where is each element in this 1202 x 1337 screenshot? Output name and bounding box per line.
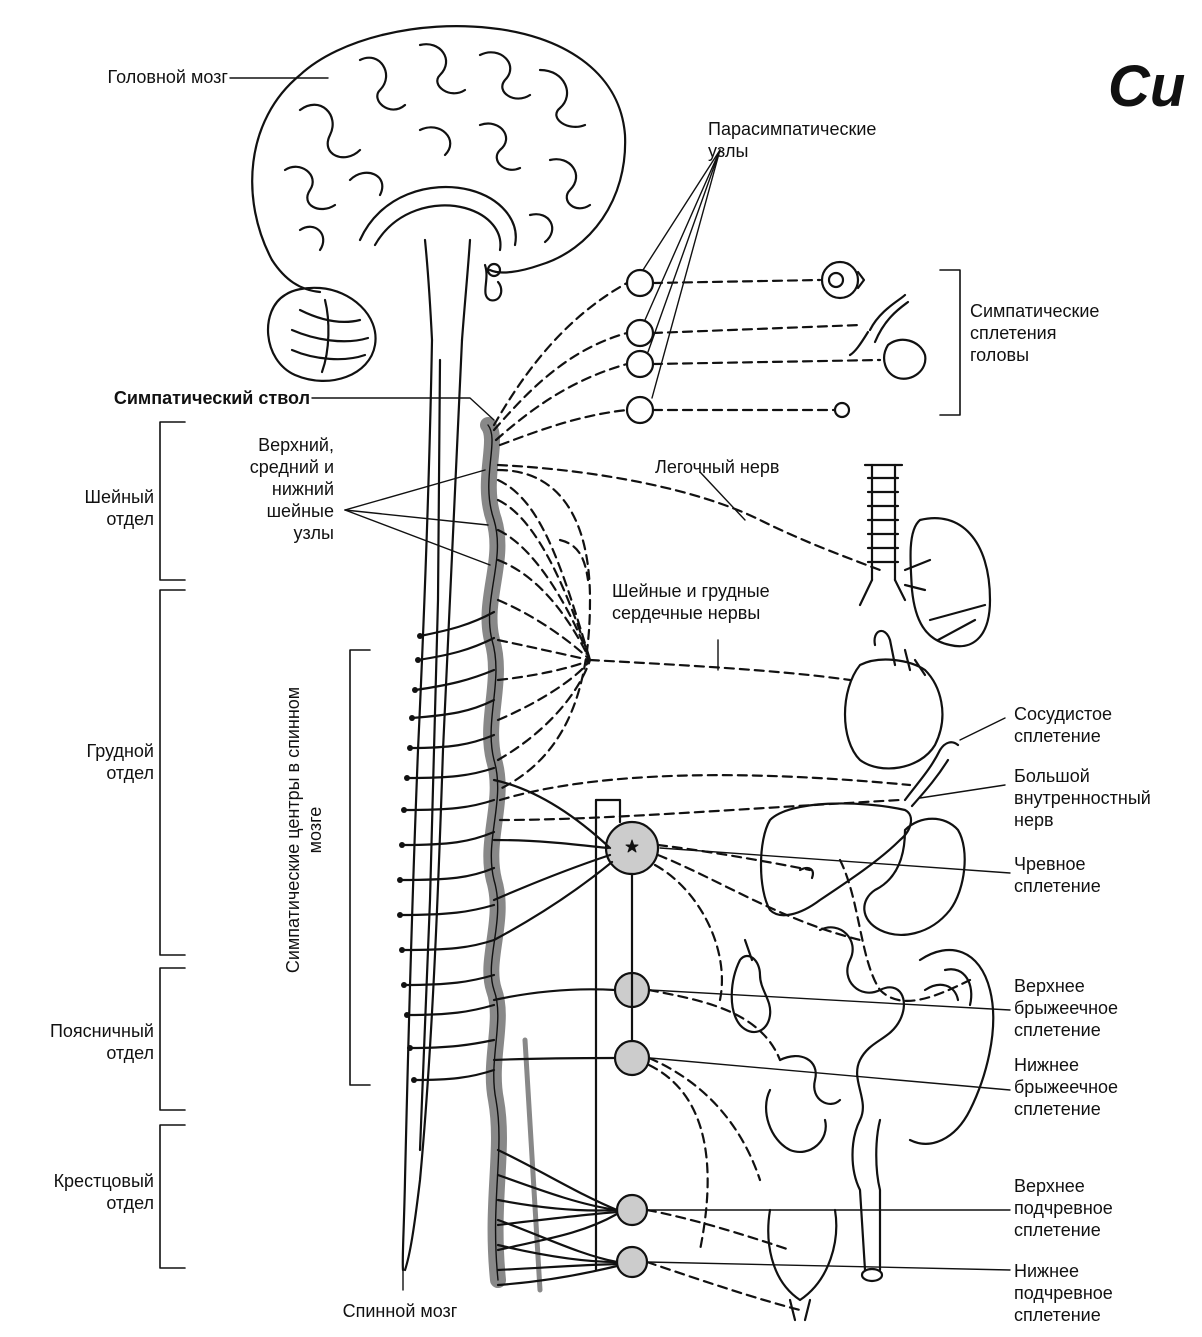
page-title: Си [1108, 52, 1185, 122]
label-thoracic-region: Грудной отдел [20, 740, 154, 784]
label-sacral-region: Крестцовый отдел [0, 1170, 154, 1214]
label-line: Верхний, [190, 434, 334, 456]
label-line: средний и [190, 456, 334, 478]
label-line: нижний [190, 478, 334, 500]
label-head-plexuses: Симпатические сплетения головы [970, 300, 1099, 366]
label-line: Верхнее [1014, 975, 1118, 997]
label-line: Крестцовый [0, 1170, 154, 1192]
label-line: узлы [190, 522, 334, 544]
label-line: сплетение [1014, 1304, 1113, 1326]
label-line: Сосудистое [1014, 703, 1112, 725]
label-line: отдел [0, 1192, 154, 1214]
label-lumbar-region: Поясничный отдел [0, 1020, 154, 1064]
label-line: Большой [1014, 765, 1151, 787]
intestines-illustration [766, 927, 993, 1281]
label-sympathetic-trunk: Симпатический ствол [10, 387, 310, 409]
kidney-illustration [732, 940, 770, 1032]
label-line: Нижнее [1014, 1054, 1118, 1076]
label-line: Грудной [20, 740, 154, 762]
label-line: сплетение [1014, 1098, 1118, 1120]
label-line: сплетения [970, 322, 1099, 344]
label-line: нерв [1014, 809, 1151, 831]
thoracic-nerves [498, 465, 910, 820]
label-cervical-ganglia: Верхний, средний и нижний шейные узлы [190, 434, 334, 544]
label-line: узлы [708, 140, 876, 162]
lungs-trachea-illustration [860, 465, 990, 646]
label-inferior-hypogastric: Нижнее подчревное сплетение [1014, 1260, 1113, 1326]
label-line: Симпатические [970, 300, 1099, 322]
label-line: подчревное [1014, 1197, 1113, 1219]
label-line: Шейные и грудные [612, 580, 770, 602]
label-pulmonary-nerve: Легочный нерв [655, 456, 779, 478]
label-spinal-centers: Симпатические центры в спинном мозге [282, 670, 362, 990]
head-ganglia [627, 270, 653, 423]
label-superior-mesenteric: Верхнее брыжеечное сплетение [1014, 975, 1118, 1041]
label-line: сплетение [1014, 875, 1101, 897]
label-line: Поясничный [0, 1020, 154, 1042]
liver-stomach-illustration [761, 803, 965, 934]
label-celiac-plexus: Чревное сплетение [1014, 853, 1101, 897]
region-brackets [160, 270, 960, 1268]
label-line: отдел [20, 762, 154, 784]
label-line: сплетение [1014, 1219, 1113, 1241]
gland-illustrations [835, 295, 925, 417]
label-line: брыжеечное [1014, 997, 1118, 1019]
label-inferior-mesenteric: Нижнее брыжеечное сплетение [1014, 1054, 1118, 1120]
label-line: отдел [0, 1042, 154, 1064]
label-line: Шейный [20, 486, 154, 508]
label-parasympathetic-ganglia: Парасимпатические узлы [708, 118, 876, 162]
heart-illustration [845, 631, 942, 768]
label-line: Нижнее [1014, 1260, 1113, 1282]
label-cervical-region: Шейный отдел [20, 486, 154, 530]
head-nerves [494, 280, 880, 445]
splanchnic-nerves [494, 780, 620, 1285]
label-line: сплетение [1014, 725, 1112, 747]
abdominal-nerves [647, 845, 970, 1310]
label-line: Верхнее [1014, 1175, 1113, 1197]
label-spinal-cord: Спинной мозг [300, 1300, 500, 1322]
label-line: сердечные нервы [612, 602, 770, 624]
label-line: Парасимпатические [708, 118, 876, 140]
label-greater-splanchnic: Большой внутренностный нерв [1014, 765, 1151, 831]
label-superior-hypogastric: Верхнее подчревное сплетение [1014, 1175, 1113, 1241]
eye-illustration [822, 262, 864, 298]
label-line: шейные [190, 500, 334, 522]
label-line: внутренностный [1014, 787, 1151, 809]
label-line: сплетение [1014, 1019, 1118, 1041]
label-cardiac-nerves: Шейные и грудные сердечные нервы [612, 580, 770, 624]
label-line: Чревное [1014, 853, 1101, 875]
label-vascular-plexus: Сосудистое сплетение [1014, 703, 1112, 747]
label-line: головы [970, 344, 1099, 366]
label-line: подчревное [1014, 1282, 1113, 1304]
label-brain: Головной мозг [40, 66, 228, 88]
brain-illustration [252, 26, 625, 381]
label-line: отдел [20, 508, 154, 530]
label-line: брыжеечное [1014, 1076, 1118, 1098]
